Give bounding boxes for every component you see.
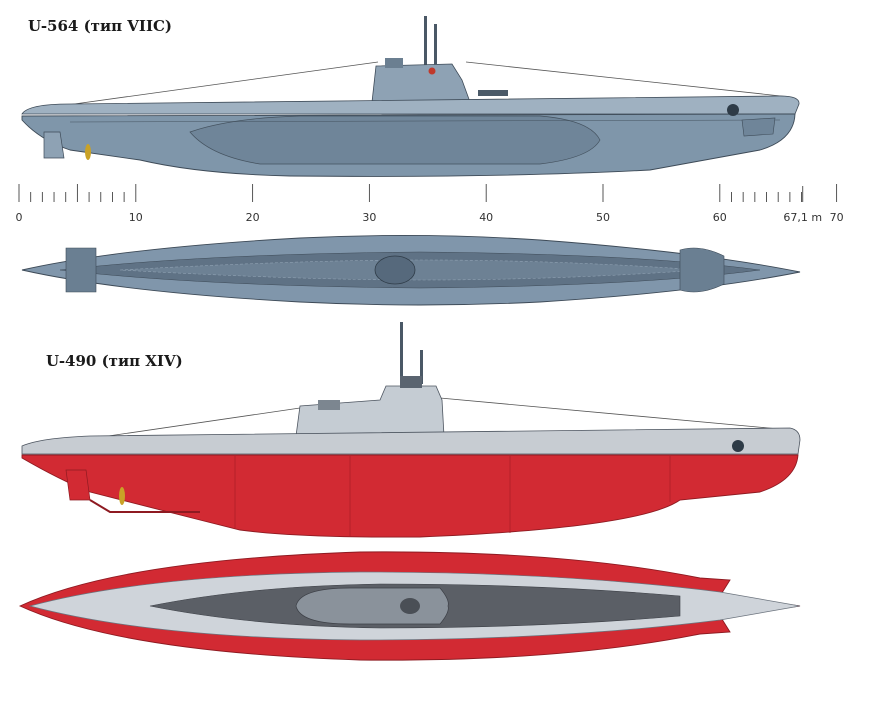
scale-bar: 0 10 20 30 40 50 60 67,1 m 70 [16, 184, 844, 224]
u564-tower-emblem [428, 67, 436, 75]
u564-waterline [69, 119, 781, 123]
scale-label: 20 [246, 211, 260, 224]
u564-upper-deck [21, 95, 800, 115]
scale-label: 30 [362, 211, 376, 224]
u490-stern-guard [89, 499, 200, 513]
u490-propeller [119, 487, 125, 505]
u564-top-bow-planes [679, 247, 725, 293]
scale-label: 0 [16, 211, 23, 224]
u490-flak-gun [318, 400, 340, 410]
u564-jumping-wire-fwd [465, 61, 791, 98]
u564-top-stern-planes [65, 247, 97, 293]
scale-label: 40 [479, 211, 493, 224]
u564-top-view [21, 234, 801, 306]
submarine-u490-title: U-490 (тип XIV) [46, 352, 183, 370]
scale-ticks [18, 184, 838, 202]
scale-label: 50 [596, 211, 610, 224]
u564-periscope [424, 16, 427, 68]
u490-rudder [65, 469, 91, 501]
u564-bow-plane [741, 117, 776, 137]
scale-label: 60 [713, 211, 727, 224]
u490-conning-tower [295, 385, 445, 437]
u564-deck-gun [478, 90, 508, 96]
u490-top-conning-tower [295, 587, 449, 625]
scale-label: 10 [129, 211, 143, 224]
u564-flak-gun [385, 58, 403, 68]
u564-saddle-tank [189, 115, 601, 165]
u490-tower-top [400, 376, 422, 388]
u490-upper-deck [21, 427, 801, 455]
u564-top-conning-tower [374, 255, 416, 285]
u490-side-view [21, 322, 801, 538]
u490-top-hatch [400, 598, 420, 614]
u564-side-view [21, 16, 800, 177]
scale-label: 70 [830, 211, 844, 224]
u490-jumping-wire-fwd [439, 397, 791, 431]
u490-periscope-2 [420, 350, 423, 384]
u490-top-view [18, 551, 801, 661]
u564-anchor [727, 104, 739, 116]
u490-anchor [732, 440, 744, 452]
u564-propeller [85, 144, 91, 160]
u564-conning-tower [371, 63, 471, 103]
u564-periscope-2 [434, 24, 437, 68]
u564-jumping-wire-aft [59, 61, 379, 107]
scale-labels: 0 10 20 30 40 50 60 67,1 m 70 [16, 211, 844, 224]
submarine-u564-title: U-564 (тип VIIC) [28, 17, 173, 35]
u490-periscope [400, 322, 403, 382]
u564-rudder [43, 131, 65, 159]
u490-hull [21, 454, 799, 538]
scale-label: 67,1 m [783, 211, 822, 224]
